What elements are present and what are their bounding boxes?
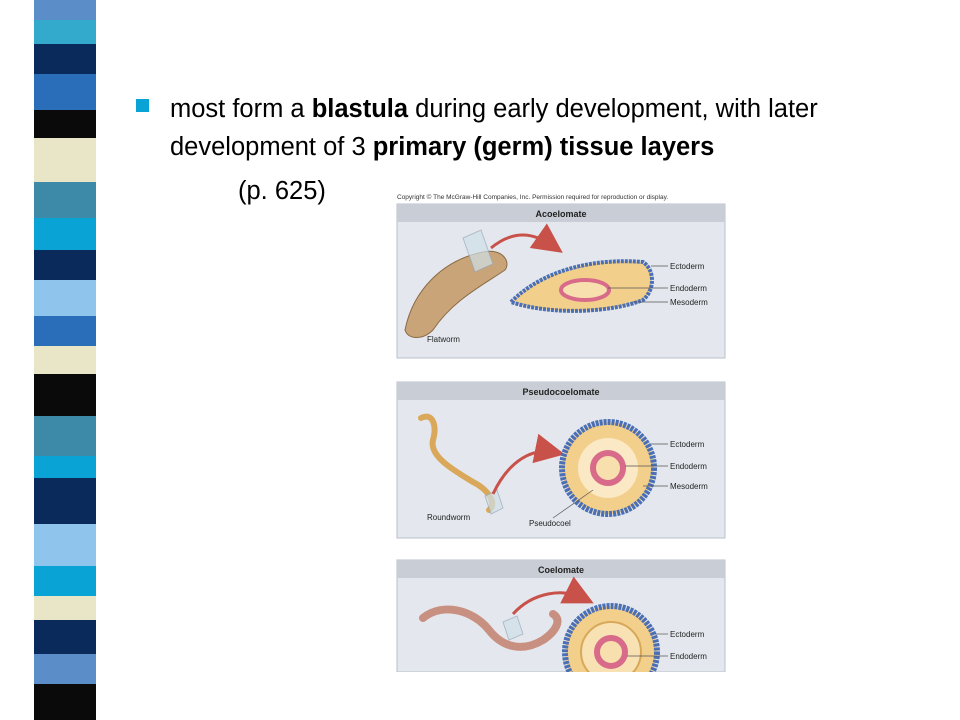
panel-2-label-ectoderm: Ectoderm bbox=[670, 440, 705, 449]
earthworm-illustration bbox=[419, 605, 562, 651]
panel-1-label-endoderm: Endoderm bbox=[670, 284, 707, 293]
panel-2-title: Pseudocoelomate bbox=[522, 387, 599, 397]
panel-acoelomate: Acoelomate Ectoderm Endoderm Mesoderm Fl… bbox=[396, 203, 726, 359]
panel-pseudocoelomate: Pseudocoelomate Ectoderm Endoderm Mesode… bbox=[396, 381, 726, 539]
figure-copyright: Copyright © The McGraw-Hill Companies, I… bbox=[397, 193, 668, 201]
bullet-text-part-2: during early development, with later dev… bbox=[170, 95, 818, 161]
panel-1-organism-label: Flatworm bbox=[427, 335, 460, 344]
decorative-left-stripe bbox=[0, 0, 108, 720]
flatworm-section-plane bbox=[462, 229, 494, 273]
panel-2-cavity-label: Pseudocoel bbox=[529, 519, 571, 528]
acoelomate-gut bbox=[559, 278, 611, 302]
panel-3-title: Coelomate bbox=[538, 565, 584, 575]
page-reference: (p. 625) bbox=[238, 177, 326, 205]
bullet-text: most form a blastula during early develo… bbox=[170, 90, 950, 166]
panel-1-label-mesoderm: Mesoderm bbox=[670, 298, 708, 307]
panel-1-header bbox=[397, 204, 725, 222]
panel-2-organism-label: Roundworm bbox=[427, 513, 470, 522]
panel-2-header bbox=[397, 382, 725, 400]
stripe-blocks bbox=[34, 0, 96, 720]
bullet-bold-germ-layers: primary (germ) tissue layers bbox=[372, 133, 715, 161]
bullet-text-part-1: most form a bbox=[170, 95, 312, 123]
flatworm-illustration bbox=[404, 250, 508, 338]
acoelomate-arrow bbox=[490, 223, 563, 253]
earthworm-section-plane bbox=[502, 615, 524, 641]
panel-2-label-endoderm: Endoderm bbox=[670, 462, 707, 471]
panel-1-label-ectoderm: Ectoderm bbox=[670, 262, 705, 271]
panel-1-title: Acoelomate bbox=[535, 209, 586, 219]
pseudocoelomate-arrow bbox=[491, 433, 565, 495]
panel-3-header bbox=[397, 560, 725, 578]
body-cavity-figure: Copyright © The McGraw-Hill Companies, I… bbox=[396, 193, 726, 672]
panel-coelomate: Coelomate Ectoderm Endoderm bbox=[396, 559, 726, 672]
square-bullet-icon bbox=[136, 99, 149, 112]
coelomate-gut bbox=[594, 635, 628, 669]
panel-3-label-endoderm: Endoderm bbox=[670, 652, 707, 661]
panel-3-label-ectoderm: Ectoderm bbox=[670, 630, 705, 639]
bullet-bold-blastula: blastula bbox=[311, 95, 409, 123]
coelomate-arrow bbox=[511, 576, 594, 616]
panel-2-label-mesoderm: Mesoderm bbox=[670, 482, 708, 491]
pseudocoelomate-gut bbox=[590, 450, 626, 486]
